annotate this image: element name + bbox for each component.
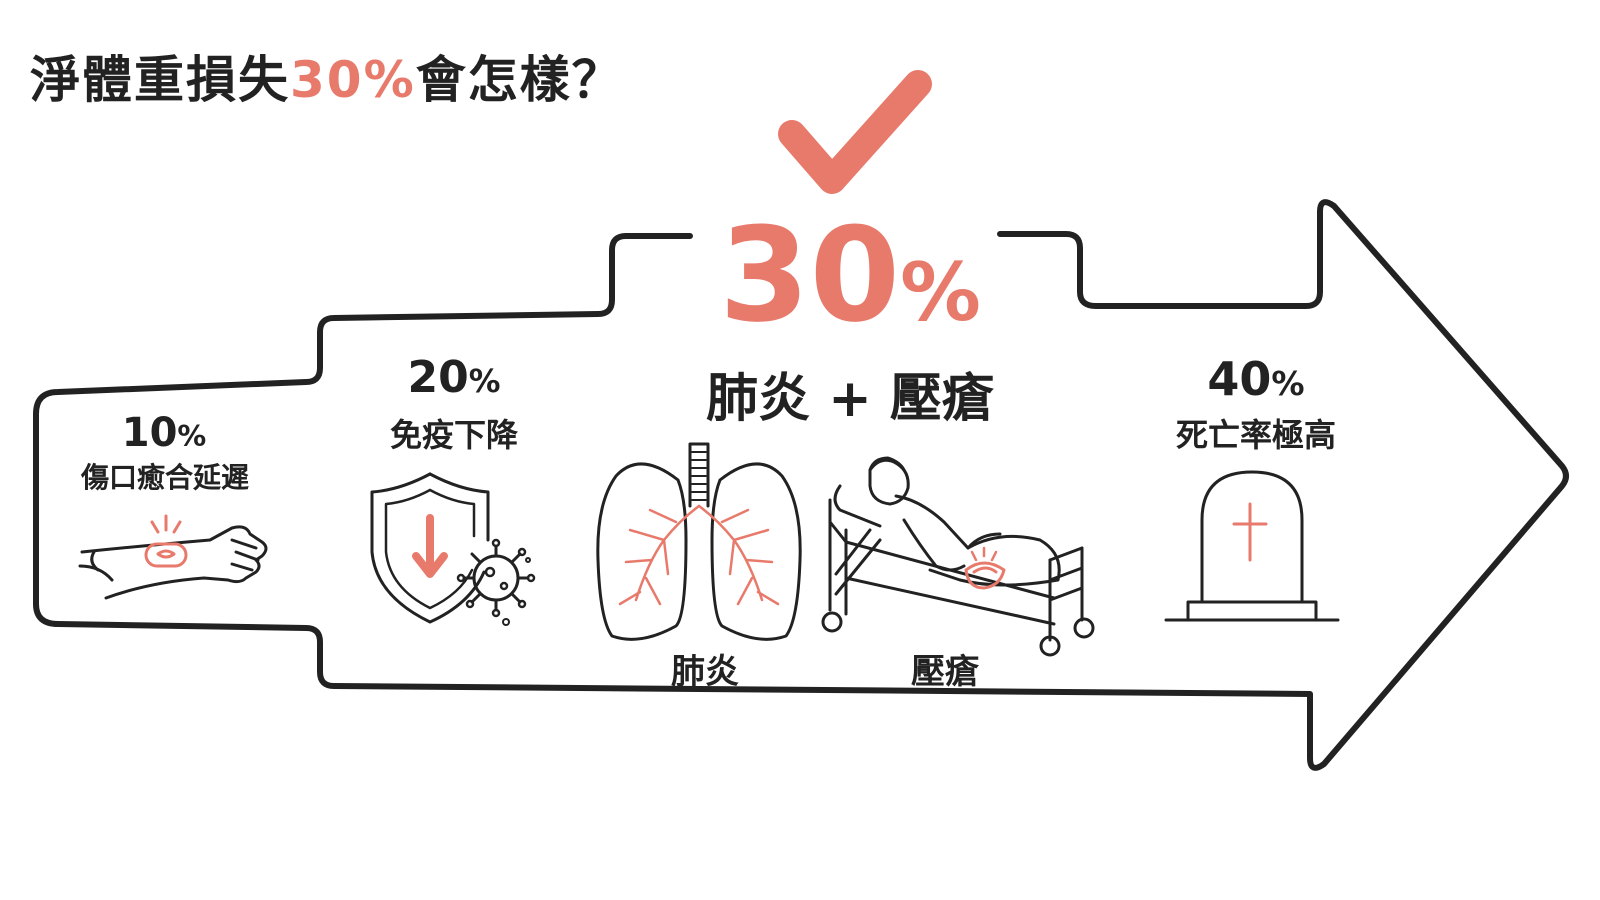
stage-2-label: 免疫下降: [389, 416, 518, 454]
stage-3-value: 30: [719, 199, 901, 351]
stage-3-unit: %: [900, 246, 981, 340]
stage-3-percentage: 30%: [690, 210, 1010, 340]
bedridden-patient-icon: [821, 456, 1095, 657]
stage-1-value: 10: [121, 410, 178, 456]
title-prefix: 淨體重損失: [30, 51, 290, 109]
arrow-outline: [33, 199, 1569, 771]
stage-4-unit: %: [1271, 364, 1305, 403]
shield-down-arrow-virus-icon: [370, 472, 536, 626]
page-title: 淨體重損失30%會怎樣？: [30, 40, 624, 112]
stage-2-unit: %: [468, 364, 501, 400]
lungs-icon: [596, 442, 802, 641]
stage-4-label: 死亡率極高: [1175, 416, 1336, 454]
title-suffix: 會怎樣？: [415, 51, 624, 109]
stage-1-unit: %: [177, 419, 207, 453]
stage-4-value: 40: [1207, 352, 1272, 406]
stage-2-percentage: 20%: [384, 352, 524, 403]
bandaged-arm-icon: [78, 514, 268, 600]
stage-1-label: 傷口癒合延遲: [80, 461, 249, 494]
checkmark-icon: [778, 70, 932, 194]
stage-3-sub-label-pressure-sore: 壓瘡: [911, 652, 979, 692]
stage-2-value: 20: [407, 352, 469, 403]
title-highlight: 30%: [290, 51, 416, 109]
tombstone-cross-icon: [1164, 470, 1340, 622]
stage-3-sub-label-pneumonia: 肺炎: [671, 652, 739, 692]
stage-3-label: 肺炎 + 壓瘡: [706, 369, 994, 429]
stage-1-percentage: 10%: [104, 410, 224, 456]
stage-4-percentage: 40%: [1186, 352, 1326, 406]
